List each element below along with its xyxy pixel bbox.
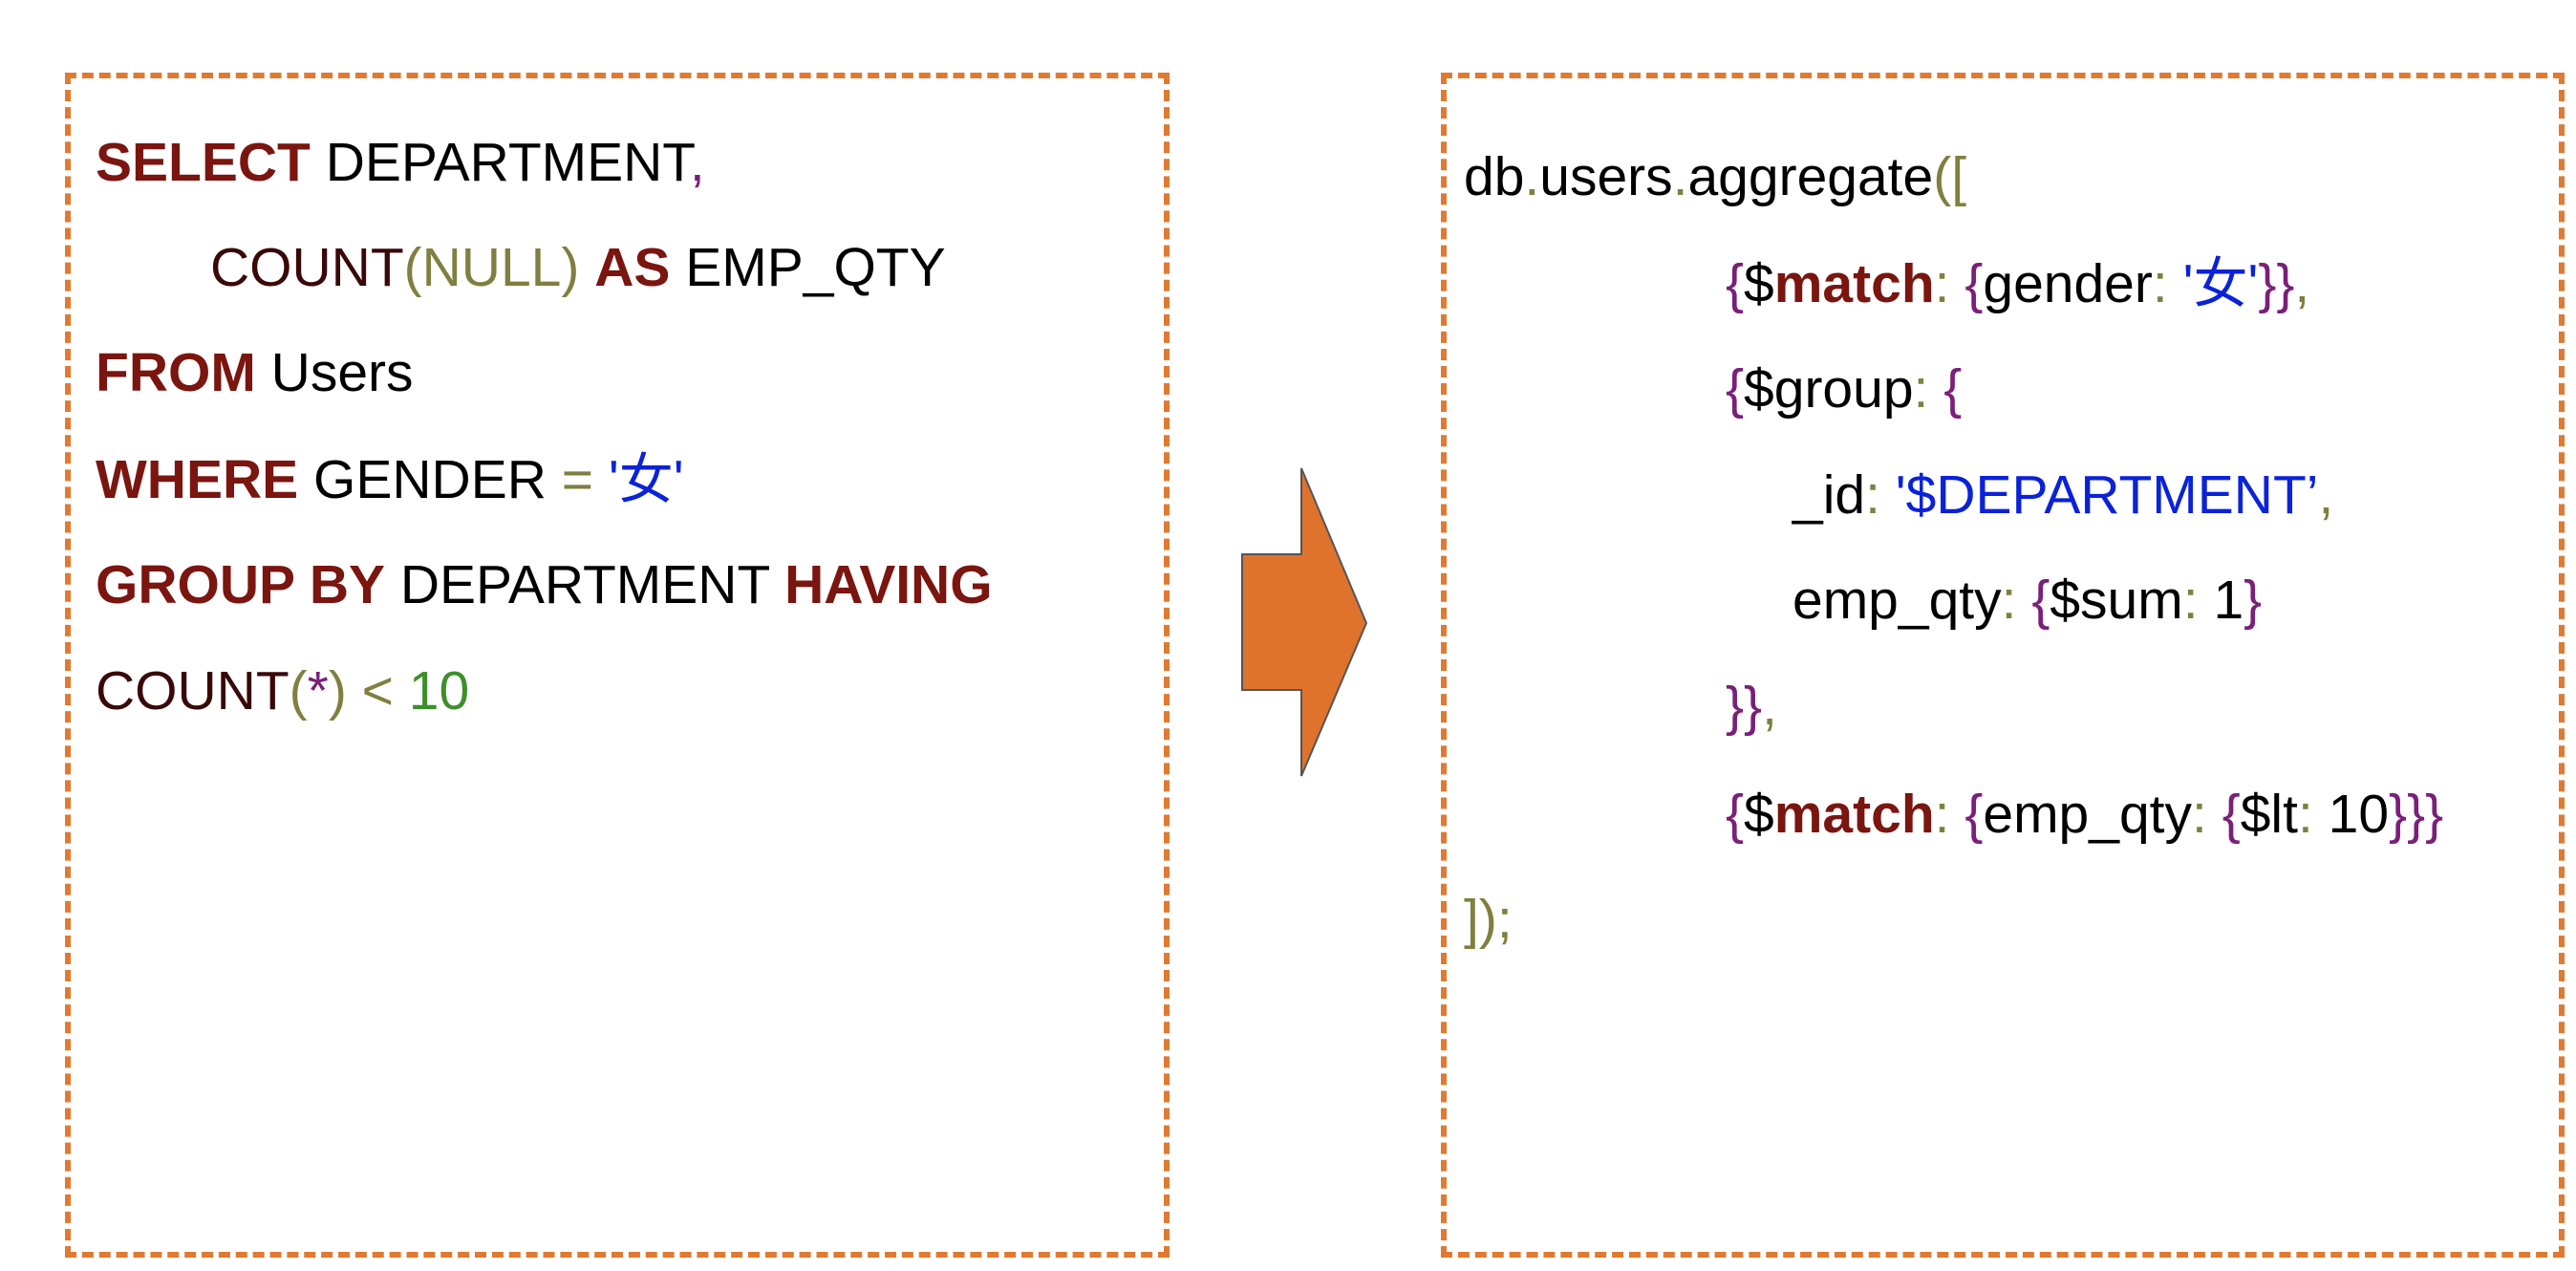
mongo-token: , <box>2318 464 2334 526</box>
mongo-token: : <box>2297 784 2329 845</box>
mongo-token: gender <box>1983 253 2153 314</box>
mongo-token: }}} <box>2389 784 2444 845</box>
sql-token: = <box>561 449 594 510</box>
mongo-token: : <box>1934 784 1965 845</box>
mongo-token: : <box>1865 464 1896 526</box>
sql-token: FROM <box>96 342 256 403</box>
mongo-token: { <box>1726 358 1745 420</box>
sql-token: COUNT <box>96 660 290 722</box>
mongo-line-4: _id: '$DEPARTMENT’, <box>1792 462 2333 528</box>
sql-token: GENDER <box>298 449 562 510</box>
mongo-token: : <box>1934 253 1965 314</box>
sql-line-1: SELECT DEPARTMENT, <box>96 129 705 196</box>
sql-token: DEPARTMENT <box>310 132 690 193</box>
mongo-line-3: {$group: { <box>1726 355 1962 422</box>
sql-token: Users <box>255 342 414 403</box>
sql-line-4: WHERE GENDER = '女' <box>96 446 684 513</box>
mongo-token: { <box>2031 570 2050 631</box>
sql-token: SELECT <box>96 132 311 193</box>
sql-token <box>579 237 594 298</box>
sql-line-2: COUNT(NULL) AS EMP_QTY <box>210 234 946 301</box>
mongo-token: 1 <box>2213 570 2244 631</box>
mongo-token: '$DEPARTMENT’ <box>1895 464 2319 526</box>
mongo-token: , <box>1762 676 1777 737</box>
right-arrow-icon <box>1241 467 1368 777</box>
mongo-token: { <box>2222 784 2241 845</box>
sql-token: '女' <box>593 449 684 510</box>
mongo-token: $sum <box>2050 570 2183 631</box>
mongo-line-1: db.users.aggregate([ <box>1464 143 1966 210</box>
mongo-token: 10 <box>2328 784 2390 845</box>
mongo-token: '女' <box>2182 253 2259 314</box>
mongo-token: aggregate <box>1687 146 1934 207</box>
mongo-token: { <box>1964 784 1984 845</box>
mongo-token: }} <box>2258 253 2295 314</box>
mongo-token: : <box>2192 784 2222 845</box>
mongo-token: , <box>2294 253 2310 314</box>
sql-line-3: FROM Users <box>96 339 414 406</box>
mongo-aggregate-panel <box>1441 73 2565 1258</box>
mongo-token: ([ <box>1933 146 1967 207</box>
mongo-token: : <box>2182 570 2214 631</box>
sql-token: EMP_QTY <box>670 237 946 298</box>
sql-token: HAVING <box>784 554 993 615</box>
mongo-token: $ <box>1744 784 1774 845</box>
mongo-token: } <box>2243 570 2263 631</box>
mongo-token: { <box>1943 358 1963 420</box>
mongo-token: db <box>1464 146 1525 207</box>
sql-query-panel <box>65 73 1170 1258</box>
mongo-line-8: ]); <box>1464 886 1513 953</box>
mongo-token: emp_qty <box>1792 570 2002 631</box>
mongo-token: { <box>1964 253 1984 314</box>
sql-token: COUNT <box>210 237 404 298</box>
sql-token: * <box>307 660 329 722</box>
mongo-token: { <box>1726 253 1745 314</box>
mongo-token: ]); <box>1464 889 1513 950</box>
mongo-line-6: }}, <box>1726 673 1777 740</box>
mongo-token: match <box>1773 253 1935 314</box>
mongo-line-2: {$match: {gender: '女'}}, <box>1726 250 2309 317</box>
sql-line-6: COUNT(*) < 10 <box>96 657 469 724</box>
mongo-token: { <box>1726 784 1745 845</box>
mongo-token: _id <box>1792 464 1866 526</box>
sql-line-5: GROUP BY DEPARTMENT HAVING <box>96 551 993 618</box>
sql-token: DEPARTMENT <box>385 554 785 615</box>
mongo-token: }} <box>1726 676 1763 737</box>
mongo-line-5: emp_qty: {$sum: 1} <box>1792 567 2262 634</box>
mongo-token: match <box>1773 784 1935 845</box>
sql-token: < <box>346 660 409 722</box>
mongo-token: : <box>1913 358 1944 420</box>
sql-token: , <box>689 132 705 193</box>
mongo-token: $lt <box>2240 784 2298 845</box>
sql-token: ( <box>289 660 308 722</box>
sql-token: WHERE <box>96 449 299 510</box>
sql-token: (NULL) <box>403 237 580 298</box>
sql-token: AS <box>594 237 671 298</box>
mongo-token: emp_qty <box>1983 784 2192 845</box>
mongo-token: . <box>1524 146 1540 207</box>
mongo-token: : <box>2001 570 2032 631</box>
mongo-token: users <box>1539 146 1673 207</box>
mongo-token: $ <box>1744 253 1774 314</box>
mongo-line-7: {$match: {emp_qty: {$lt: 10}}} <box>1726 781 2443 848</box>
sql-token: 10 <box>408 660 470 722</box>
mongo-token: . <box>1672 146 1688 207</box>
mongo-token: : <box>2152 253 2183 314</box>
mongo-token: $group <box>1744 358 1914 420</box>
sql-token: GROUP BY <box>96 554 386 615</box>
sql-token: ) <box>328 660 347 722</box>
